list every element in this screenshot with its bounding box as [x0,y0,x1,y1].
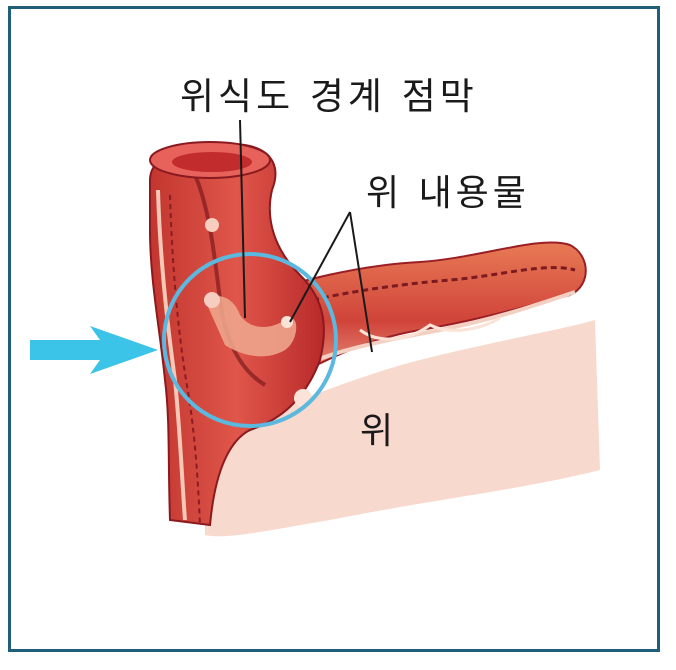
gastric-contents-label: 위 내용물 [366,176,530,212]
stomach-label: 위 [360,414,393,450]
reflux-bubble-1 [205,218,219,232]
pointer-arrow [30,326,158,374]
reflux-bubble-2 [204,292,220,308]
gej-mucosa-label: 위식도 경계 점막 [180,78,478,115]
